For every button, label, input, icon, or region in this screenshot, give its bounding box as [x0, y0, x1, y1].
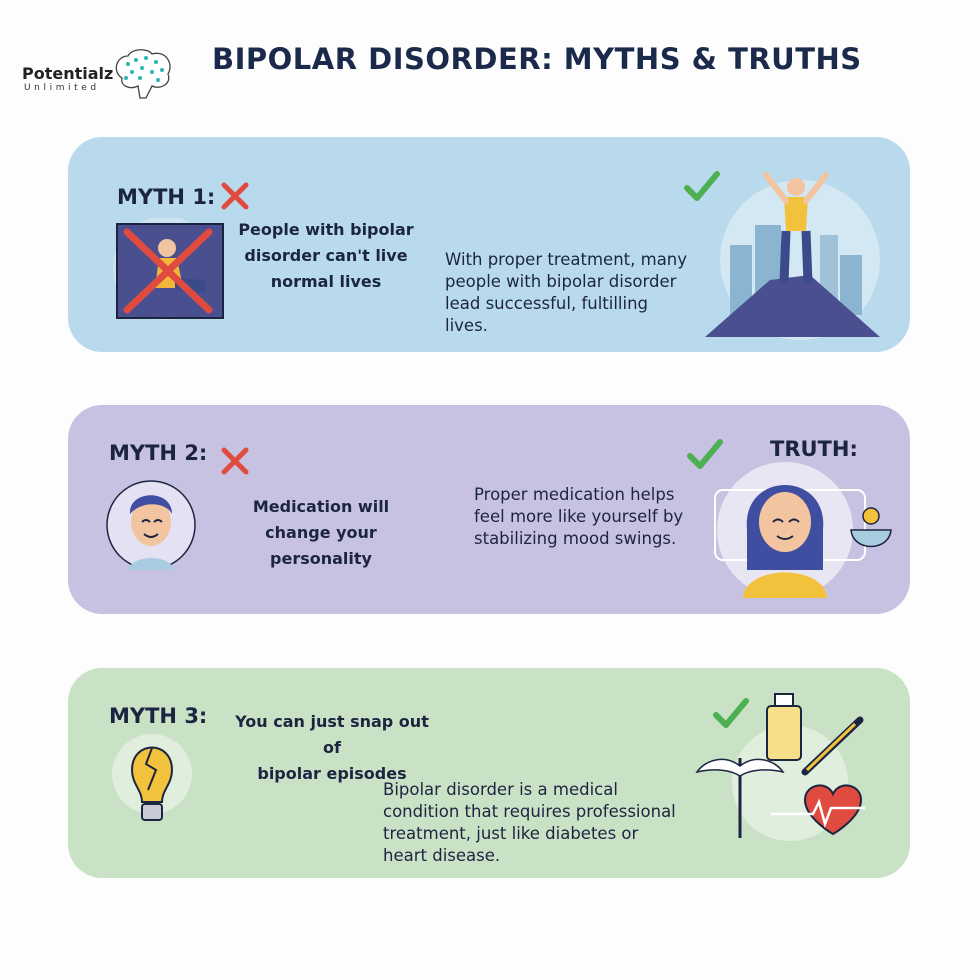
myth-line: bipolar episodes	[257, 764, 407, 783]
cross-icon	[221, 447, 249, 475]
person-celebrating-illustration	[705, 172, 880, 340]
myth-2-text: Medication will change your personality	[215, 494, 427, 572]
truth-line: lead successful, fultilling	[445, 294, 649, 313]
check-icon	[713, 698, 749, 728]
check-icon	[684, 171, 720, 201]
truth-1-text: With proper treatment, many people with …	[445, 249, 687, 337]
myth-line: You can just snap out of	[235, 712, 429, 757]
myth-line: People with bipolar	[238, 220, 414, 239]
broken-lightbulb-icon	[112, 734, 192, 821]
truth-line: people with bipolar disorder	[445, 272, 677, 291]
cross-icon	[221, 182, 249, 210]
truth-3-text: Bipolar disorder is a medical condition …	[383, 779, 676, 867]
myth-1-label: MYTH 1:	[117, 185, 216, 209]
myth-line: change your personality	[265, 523, 377, 568]
page-title: BIPOLAR DISORDER: MYTHS & TRUTHS	[212, 42, 862, 76]
truth-line: condition that requires professional	[383, 802, 676, 821]
truth-line: feel more like yourself by	[474, 507, 684, 526]
brain-logo-icon	[115, 49, 171, 99]
truth-2-text: Proper medication helps feel more like y…	[474, 484, 683, 550]
sad-person-crossed-illustration	[113, 218, 224, 320]
truth-line: Bipolar disorder is a medical	[383, 780, 618, 799]
brand-tagline: Unlimited	[24, 83, 100, 93]
myth-line: Medication will	[252, 497, 390, 516]
medical-illustration	[695, 693, 865, 841]
brand-name: Potentialz	[22, 64, 114, 83]
myth-3-label: MYTH 3:	[109, 704, 208, 728]
truth-line: Proper medication helps	[474, 485, 675, 504]
myth-line: disorder can't live	[244, 246, 408, 265]
myth-line: normal lives	[270, 272, 382, 291]
truth-line: treatment, just like diabetes or	[383, 824, 639, 843]
myth-3-text: You can just snap out of bipolar episode…	[226, 709, 438, 787]
truth-line: With proper treatment, many	[445, 250, 688, 269]
truth-line: lives.	[445, 316, 488, 335]
check-icon	[687, 439, 723, 469]
truth-2-label: TRUTH:	[770, 437, 858, 461]
smiling-woman-illustration	[714, 462, 892, 598]
truth-line: heart disease.	[383, 846, 501, 865]
truth-line: stabilizing mood swings.	[474, 529, 677, 548]
myth-1-text: People with bipolar disorder can't live …	[236, 217, 416, 295]
myth-2-label: MYTH 2:	[109, 441, 208, 465]
smiling-man-illustration	[106, 480, 196, 570]
